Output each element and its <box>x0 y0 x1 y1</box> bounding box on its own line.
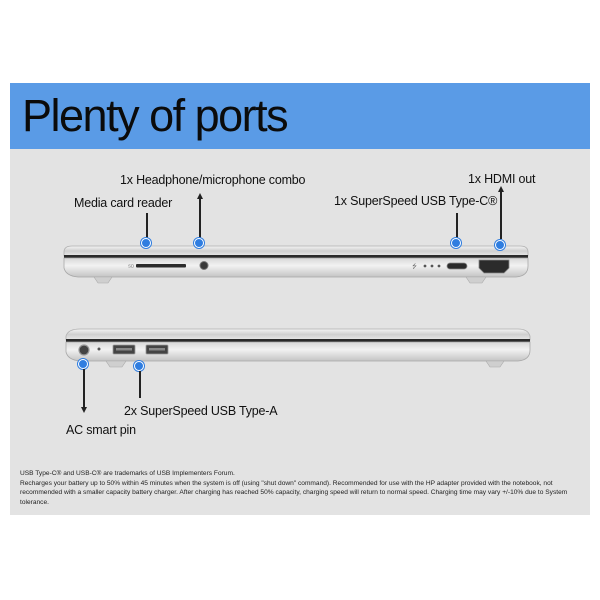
media-card-marker <box>141 238 151 248</box>
usb-a-marker <box>134 361 144 371</box>
usb-a-label: 2x SuperSpeed USB Type-A <box>124 404 278 418</box>
headphone-marker <box>194 238 204 248</box>
background-panel <box>10 83 590 515</box>
laptop-base-2 <box>65 341 531 362</box>
hdmi-marker <box>495 240 505 250</box>
media-card-callout-line <box>146 213 148 240</box>
footnote-trademark: USB Type-C® and USB-C® are trademarks of… <box>20 470 235 477</box>
usb-c-label: 1x SuperSpeed USB Type-C® <box>334 194 498 208</box>
hdmi-callout-line <box>500 190 502 239</box>
laptop-base <box>63 257 529 278</box>
ac-indicator <box>97 347 101 351</box>
laptop-left-side <box>65 328 531 368</box>
media-card-label: Media card reader <box>74 196 173 210</box>
sd-marking: SD <box>128 264 135 269</box>
lid-seam-2 <box>66 339 530 342</box>
ac-port <box>78 344 90 356</box>
ac-pin-label: AC smart pin <box>66 423 136 437</box>
led-1 <box>423 264 427 268</box>
laptop-foot-right <box>465 276 487 284</box>
footnote-charging: Recharges your battery up to 50% within … <box>20 479 568 506</box>
laptop-right-side <box>63 245 529 284</box>
headphone-callout-line <box>199 197 201 239</box>
sd-card-slot <box>136 264 186 268</box>
title-banner <box>10 83 590 149</box>
usb-c-marking-icon: ⭍ <box>412 262 417 270</box>
laptop-foot-left-2 <box>105 360 127 368</box>
hdmi-port <box>478 259 510 274</box>
hdmi-label: 1x HDMI out <box>468 172 536 186</box>
usb-c-callout-line <box>456 213 458 239</box>
lid-seam <box>64 255 528 258</box>
headphone-label: 1x Headphone/microphone combo <box>120 173 306 187</box>
headphone-arrow-icon <box>196 193 203 199</box>
ac-pin-callout-line <box>83 369 85 409</box>
ac-pin-arrow-icon <box>80 407 87 413</box>
footnotes: USB Type-C® and USB-C® are trademarks of… <box>20 469 585 507</box>
usb-c-marker <box>451 238 461 248</box>
led-3 <box>437 264 441 268</box>
laptop-foot-right-2 <box>485 360 505 368</box>
laptop-lid-2 <box>65 328 531 341</box>
page-title: Plenty of ports <box>22 90 289 141</box>
led-2 <box>430 264 434 268</box>
headphone-jack <box>199 261 209 270</box>
usb-a-callout-line <box>139 371 141 398</box>
usb-c-port <box>446 262 468 270</box>
hdmi-arrow-icon <box>497 186 504 192</box>
ac-pin-marker <box>78 359 88 369</box>
laptop-lid <box>63 245 529 257</box>
laptop-foot-left <box>93 276 113 284</box>
